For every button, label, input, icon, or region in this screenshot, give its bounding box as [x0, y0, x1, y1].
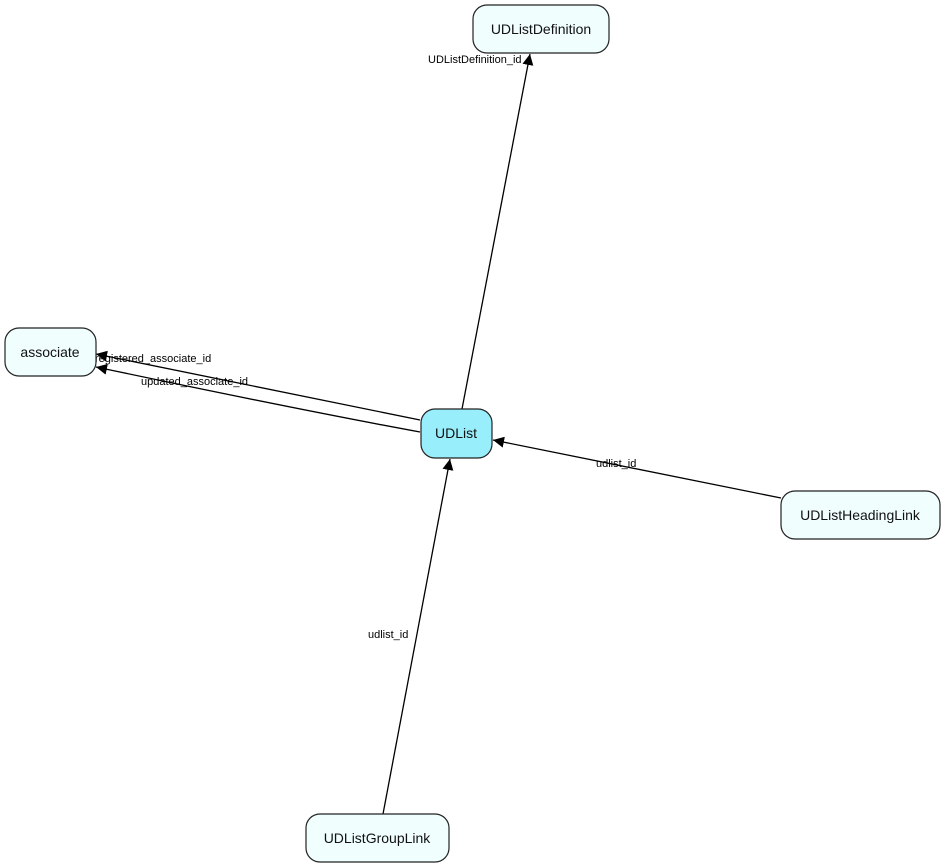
edge-label-group: udlist_id — [368, 629, 408, 641]
edge-label-updated: updated_associate_id — [141, 376, 248, 388]
node-associate[interactable]: associate — [4, 327, 97, 377]
node-label: UDListHeadingLink — [800, 507, 921, 523]
node-udlistdefinition[interactable]: UDListDefinition — [472, 4, 610, 54]
node-udlistheadinglink[interactable]: UDListHeadingLink — [780, 490, 941, 540]
edge-label-heading: udlist_id — [596, 458, 636, 470]
edge-label-definition: UDListDefinition_id — [428, 54, 522, 66]
edge-udlist-to-definition — [461, 53, 534, 410]
node-label: associate — [20, 344, 79, 360]
edge-registered-associate — [95, 350, 421, 421]
node-label: UDListDefinition — [491, 21, 591, 37]
edge-grouplink-to-udlist — [382, 458, 454, 815]
edge-headinglink-to-udlist — [492, 436, 782, 499]
node-udlist[interactable]: UDList — [420, 408, 493, 459]
node-label: UDListGroupLink — [324, 830, 432, 846]
node-label: UDList — [435, 425, 477, 441]
edge-label-registered: registered_associate_id — [95, 353, 211, 365]
node-udlistgrouplink[interactable]: UDListGroupLink — [305, 813, 450, 863]
edge-updated-associate — [95, 363, 421, 433]
